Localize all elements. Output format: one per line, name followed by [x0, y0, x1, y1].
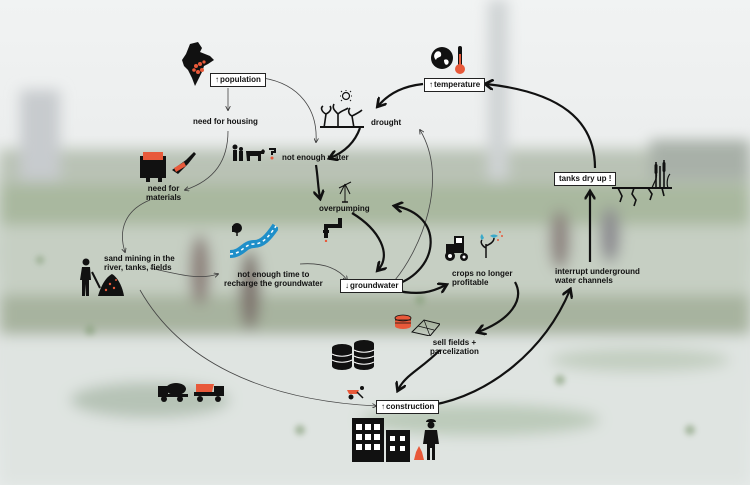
population-label: population [220, 75, 261, 84]
construction-label: construction [386, 402, 435, 411]
arrow-construction-interrupt [431, 290, 570, 407]
well-pump-icon [338, 181, 352, 203]
coin-stack-icon [331, 340, 375, 370]
overpumping-label: overpumping [319, 204, 370, 213]
temperature-box: ↑temperature [424, 78, 486, 92]
need-for-housing-label: need for housing [193, 117, 258, 126]
arrow-temperature-drought [378, 82, 424, 106]
increase-arrow: ↑ [215, 75, 219, 84]
tanks-dry-up-box: tanks dry up ! [554, 172, 617, 186]
arrow-sand-notenoughtime [149, 267, 218, 277]
construction-worker-icon [414, 419, 439, 460]
need-for-materials-label: need for materials [146, 184, 182, 202]
temperature-label: temperature [434, 80, 481, 89]
not-enough-time-label: not enough time to recharge the groundwa… [224, 270, 323, 288]
arrow-overpumping-groundwater [351, 212, 384, 270]
drought-label: drought [371, 118, 402, 127]
arrow-time-groundwater [299, 263, 347, 280]
wheelbarrow-worker-icon [347, 386, 364, 400]
arrow-sand-construction [139, 289, 376, 406]
pipe-icon [323, 218, 342, 242]
family-cattle-tap-icon [232, 144, 276, 161]
sell-fields-label: sell fields + parcelization [430, 338, 479, 356]
arrow-housing-materials [185, 130, 229, 190]
arrow-crops-sell [478, 281, 520, 332]
construction-box: ↑construction [376, 400, 440, 414]
arrow-groundwater-drought [394, 130, 433, 281]
brick-stack-icon [140, 152, 196, 182]
arrow-drought-notenough [330, 127, 362, 158]
tanks-dry-up-label: tanks dry up ! [559, 174, 612, 183]
arrow-sell-construction [398, 349, 441, 390]
crops-no-longer-profitable-label: crops no longer profitable [452, 269, 513, 287]
groundwater-label: groundwater [350, 281, 399, 290]
arrow-groundwater-overpumping-loop [395, 206, 432, 287]
arrow-notenough-overpumping [316, 164, 320, 198]
river-icon [229, 223, 278, 258]
building-icon [352, 418, 410, 462]
cement-mixer-icon [158, 383, 224, 402]
interrupt-channels-label: interrupt underground water channels [555, 267, 640, 285]
sun-dry-plants-icon [320, 90, 364, 128]
coins-and-field-icon [394, 314, 440, 336]
groundwater-box: ↓groundwater [340, 279, 404, 293]
sand-mining-label: sand mining in the river, tanks, fields [104, 254, 175, 272]
arrow-materials-sand [122, 199, 151, 252]
increase-arrow: ↑ [381, 402, 385, 411]
india-map-icon [182, 42, 214, 86]
population-box: ↑population [210, 73, 266, 87]
decrease-arrow: ↓ [345, 281, 349, 290]
arrow-tanks-temperature [486, 84, 597, 169]
increase-arrow: ↑ [429, 80, 433, 89]
tractor-icon [445, 231, 503, 261]
cracked-ground-icon [612, 160, 672, 207]
not-enough-water-label: not enough water [282, 153, 349, 162]
sand-miner-icon [80, 258, 124, 296]
globe-thermometer-icon [431, 46, 465, 74]
arrow-population-notenough [262, 77, 316, 142]
